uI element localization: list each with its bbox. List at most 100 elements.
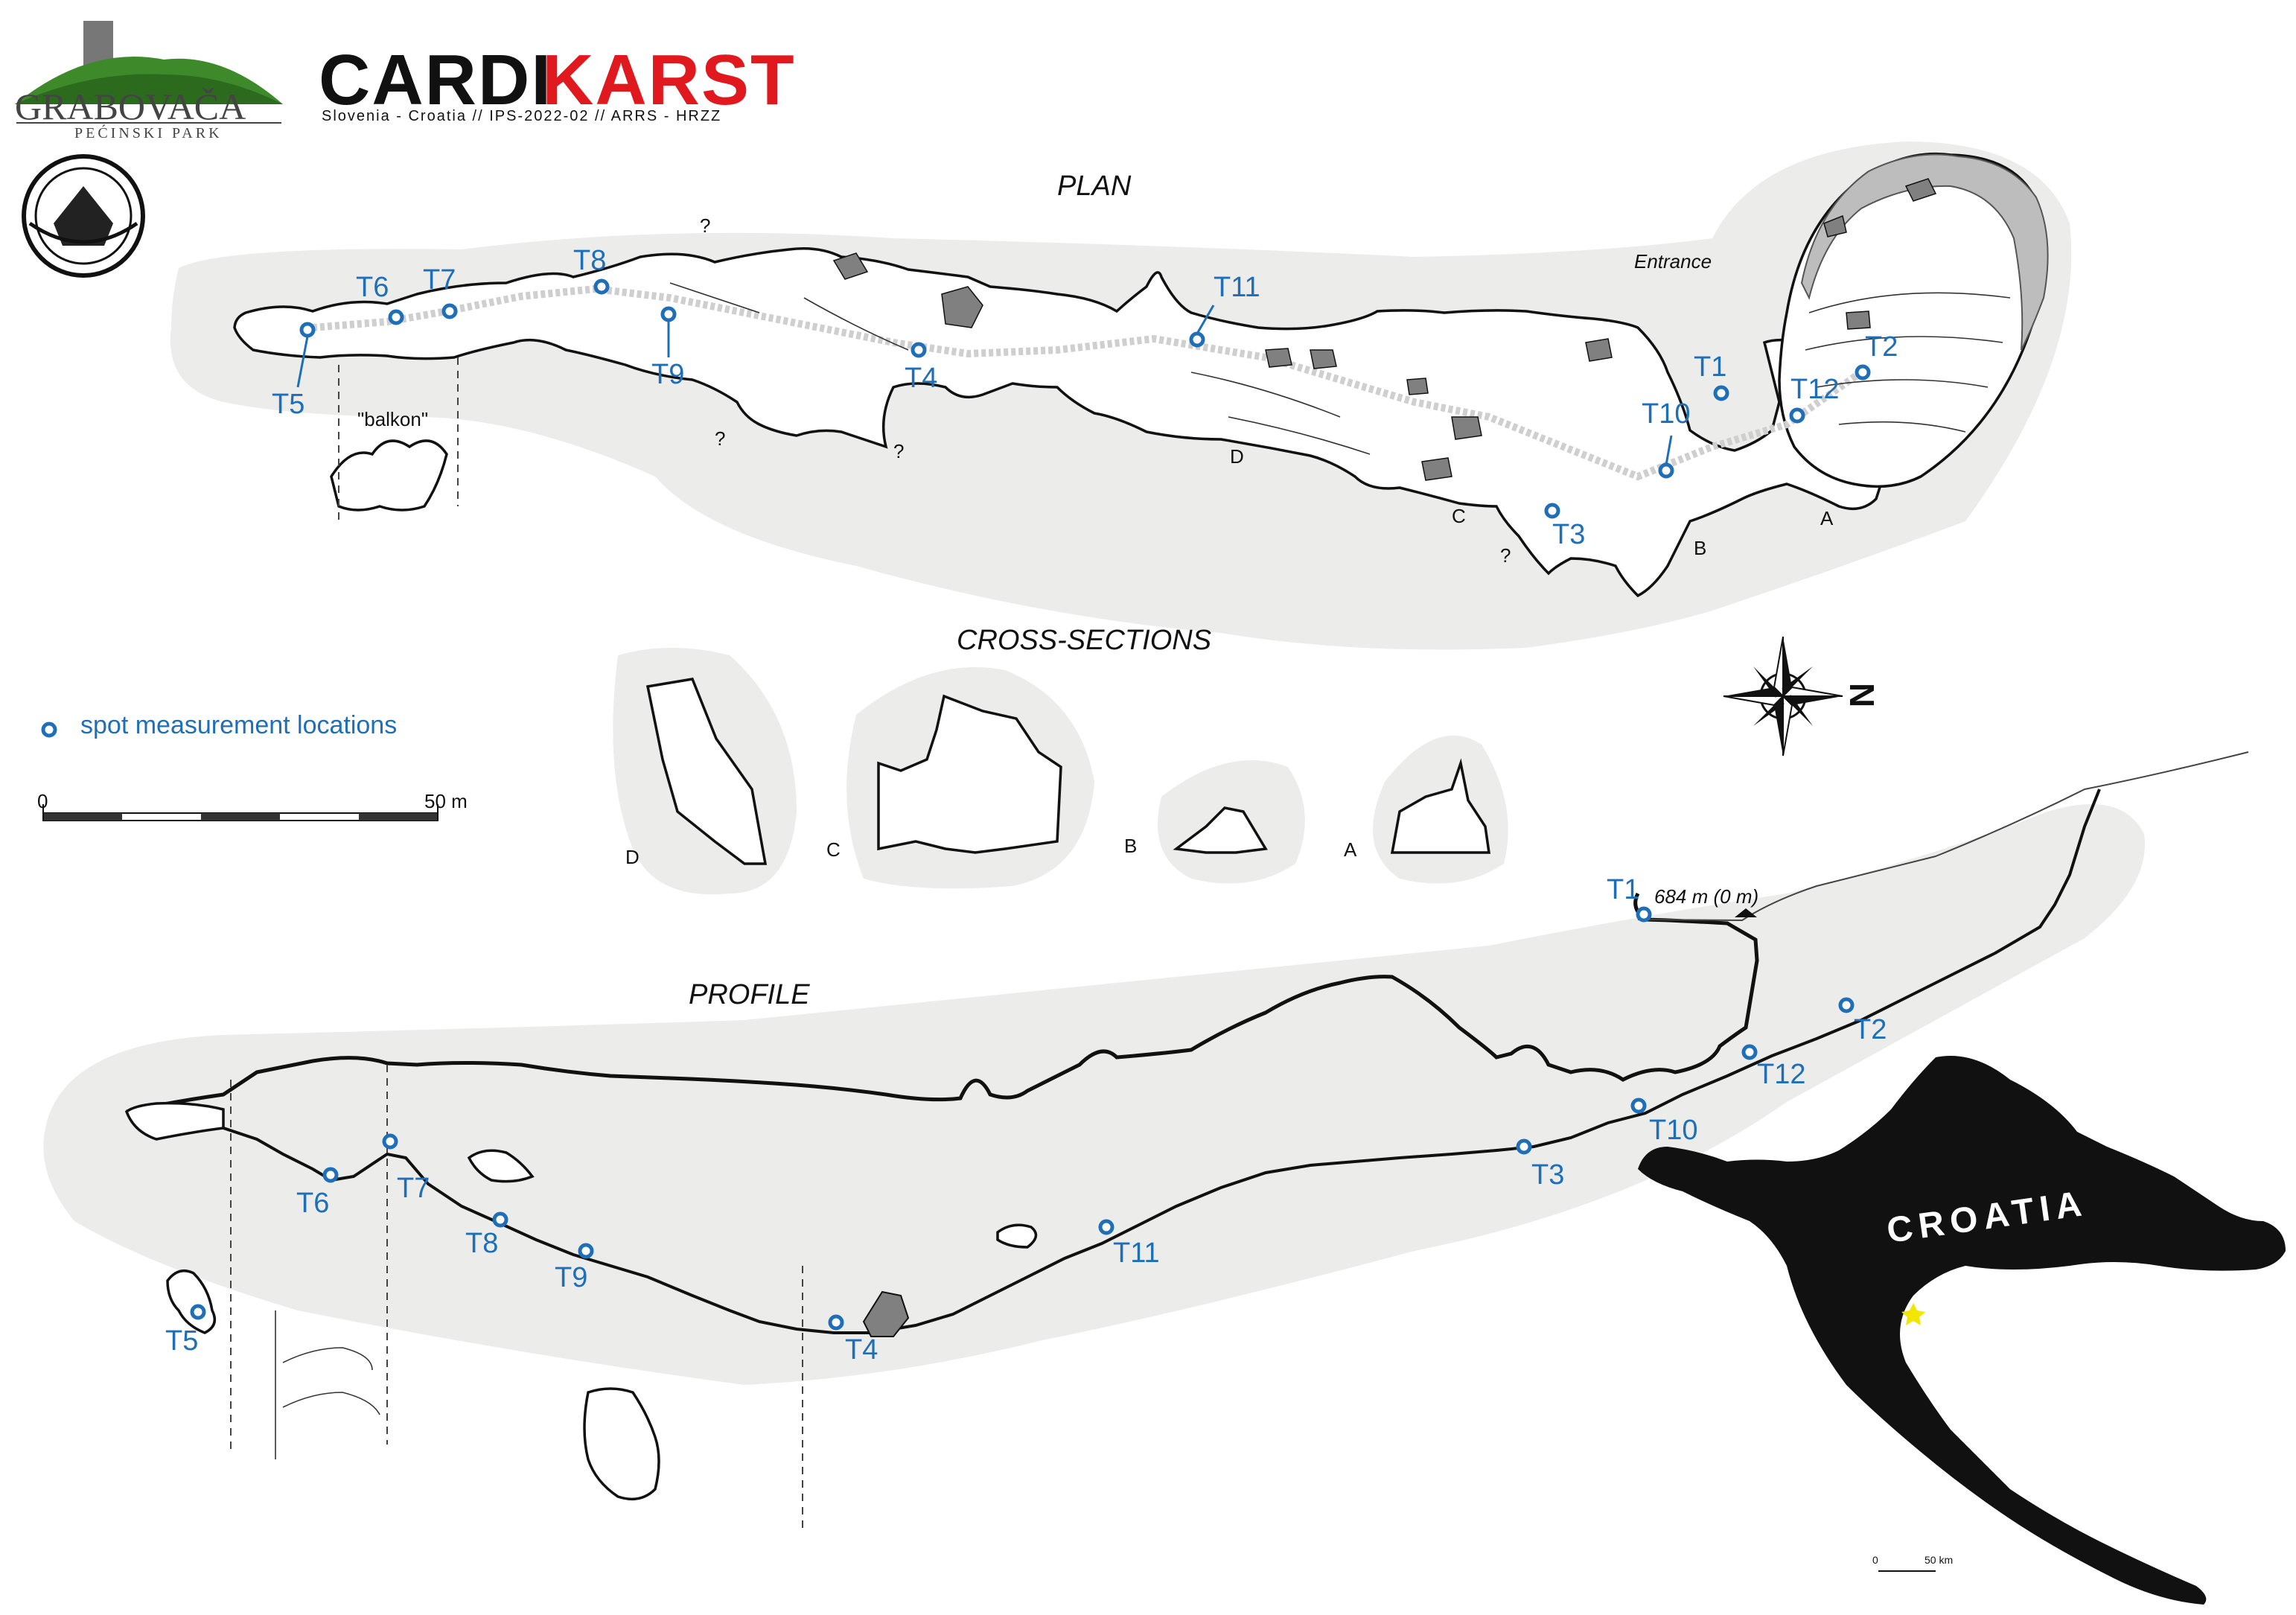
plan-marker-t10: T10 (1642, 398, 1690, 479)
plan-heading: PLAN (1057, 171, 1132, 202)
profile-markers: T1 T2 T3 T4 T5 T6 T7 T8 T9 T10 T11 T12 (165, 874, 1887, 1366)
svg-text:T8: T8 (465, 1228, 498, 1259)
svg-text:T5: T5 (165, 1325, 198, 1357)
plan-marker-t4: T4 (905, 342, 937, 394)
plan-boulders (832, 178, 1937, 481)
profile-floor-line (126, 789, 2101, 1334)
profile-marker-t12: T12 (1741, 1044, 1805, 1090)
legend-marker-icon (41, 722, 57, 738)
svg-text:C: C (826, 838, 841, 861)
svg-text:T9: T9 (651, 359, 684, 390)
profile-marker-t9: T9 (555, 1243, 594, 1293)
park-logo-title: GRABOVAČA (15, 86, 246, 127)
svg-text:T5: T5 (272, 389, 304, 420)
cross-section-c: C (826, 667, 1094, 889)
cut-label-b: B (1694, 537, 1706, 559)
legend-label: spot measurement locations (80, 711, 398, 739)
profile-marker-t4: T4 (828, 1314, 878, 1366)
surface-terrain-line (1637, 751, 2249, 922)
inset-scale-start: 0 (1872, 1554, 1878, 1566)
cross-section-b: B (1124, 760, 1305, 884)
profile-side-chamber (996, 1223, 1038, 1249)
profile-halo (43, 804, 2146, 1385)
cave-location-marker (1901, 1303, 1925, 1325)
grabovaca-park-logo: GRABOVAČA PEĆINSKI PARK (15, 21, 283, 141)
profile-marker-t11: T11 (1098, 1219, 1160, 1269)
svg-text:T8: T8 (573, 245, 606, 276)
cut-label-d: D (1230, 445, 1244, 468)
svg-text:T10: T10 (1649, 1115, 1697, 1146)
svg-text:T4: T4 (845, 1334, 878, 1366)
question-mark: ? (700, 214, 710, 237)
profile-marker-t2: T2 (1838, 997, 1887, 1045)
svg-text:D: D (625, 846, 640, 868)
cross-section-d: D (613, 648, 797, 895)
svg-text:T3: T3 (1552, 519, 1585, 550)
north-arrow-icon (1723, 636, 1843, 756)
plan-marker-t2: T2 (1855, 331, 1898, 380)
svg-text:T10: T10 (1642, 398, 1690, 430)
fortress-icon (54, 186, 113, 246)
legend (41, 722, 57, 738)
profile-marker-t7: T7 (382, 1133, 430, 1204)
svg-text:T2: T2 (1865, 331, 1898, 363)
scale-end: 50 m (424, 790, 468, 812)
balkon-label: "balkon" (357, 408, 428, 430)
svg-text:T12: T12 (1790, 374, 1839, 405)
cut-label-a: A (1820, 507, 1834, 529)
plan-entrance-cliff-hatching (1800, 153, 2049, 351)
entrance-triangle-icon (1735, 908, 1757, 917)
svg-text:B: B (1124, 835, 1137, 857)
park-logo-subtitle: PEĆINSKI PARK (74, 124, 223, 141)
cross-sections-heading: CROSS-SECTIONS (957, 625, 1211, 656)
svg-text:T4: T4 (905, 363, 937, 394)
profile-marker-t3: T3 (1516, 1138, 1564, 1191)
profile-side-chamber (467, 1149, 535, 1183)
plan-markers: T1 T2 T3 T4 T5 T6 T7 T8 T9 T10 T11 T12 (272, 245, 1898, 550)
profile-marker-t5: T5 (165, 1304, 206, 1357)
plan-balkon-passage (330, 439, 448, 512)
plan-marker-t3: T3 (1544, 503, 1585, 550)
profile-heading: PROFILE (689, 979, 810, 1010)
profile-marker-t6: T6 (296, 1167, 339, 1219)
svg-text:A: A (1344, 838, 1357, 861)
svg-text:T9: T9 (555, 1262, 587, 1293)
plan-marker-t11: T11 (1189, 272, 1260, 348)
profile-side-chamber (124, 1101, 225, 1141)
plan-marker-t5: T5 (272, 322, 316, 420)
svg-text:T7: T7 (397, 1173, 430, 1204)
plan-contours (669, 282, 2011, 455)
plan-marker-t6: T6 (356, 272, 404, 325)
croatia-silhouette (1638, 1056, 2286, 1605)
svg-text:T12: T12 (1757, 1059, 1805, 1090)
inset-scale-end: 50 km (1925, 1554, 1953, 1566)
svg-text:T6: T6 (356, 272, 389, 303)
profile-lower-passage (583, 1387, 660, 1501)
north-label: N (1843, 683, 1881, 707)
plan-passage-outline (233, 247, 1903, 598)
cardikarst-logo: CARDI KARST Slovenia - Croatia // IPS-20… (319, 40, 796, 124)
svg-text:T1: T1 (1607, 874, 1639, 905)
plan-survey-walkway (312, 284, 1863, 481)
karst-title: KARST (542, 40, 796, 120)
profile-marker-t10: T10 (1630, 1098, 1697, 1146)
svg-text:T11: T11 (1214, 272, 1260, 303)
entrance-elevation-label: 684 m (0 m) (1654, 885, 1758, 908)
plan-marker-t8: T8 (573, 245, 610, 295)
svg-text:T1: T1 (1694, 351, 1726, 383)
svg-text:T11: T11 (1113, 1237, 1160, 1269)
svg-text:T6: T6 (296, 1188, 329, 1219)
profile-ceiling-line (126, 892, 1759, 1114)
scale-start: 0 (37, 790, 48, 812)
cardi-title: CARDI (319, 40, 552, 120)
project-subtitle: Slovenia - Croatia // IPS-2022-02 // ARR… (322, 108, 721, 124)
speleo-club-seal (22, 154, 145, 278)
scale-bar: 0 50 m (37, 790, 468, 821)
plan-marker-t1: T1 (1694, 351, 1729, 401)
question-mark: ? (715, 427, 725, 450)
plan-marker-t7: T7 (423, 264, 458, 319)
plan-marker-t12: T12 (1789, 374, 1839, 424)
croatia-inset-map: CROATIA 0 50 km (1638, 1056, 2286, 1605)
svg-text:T3: T3 (1531, 1159, 1564, 1191)
